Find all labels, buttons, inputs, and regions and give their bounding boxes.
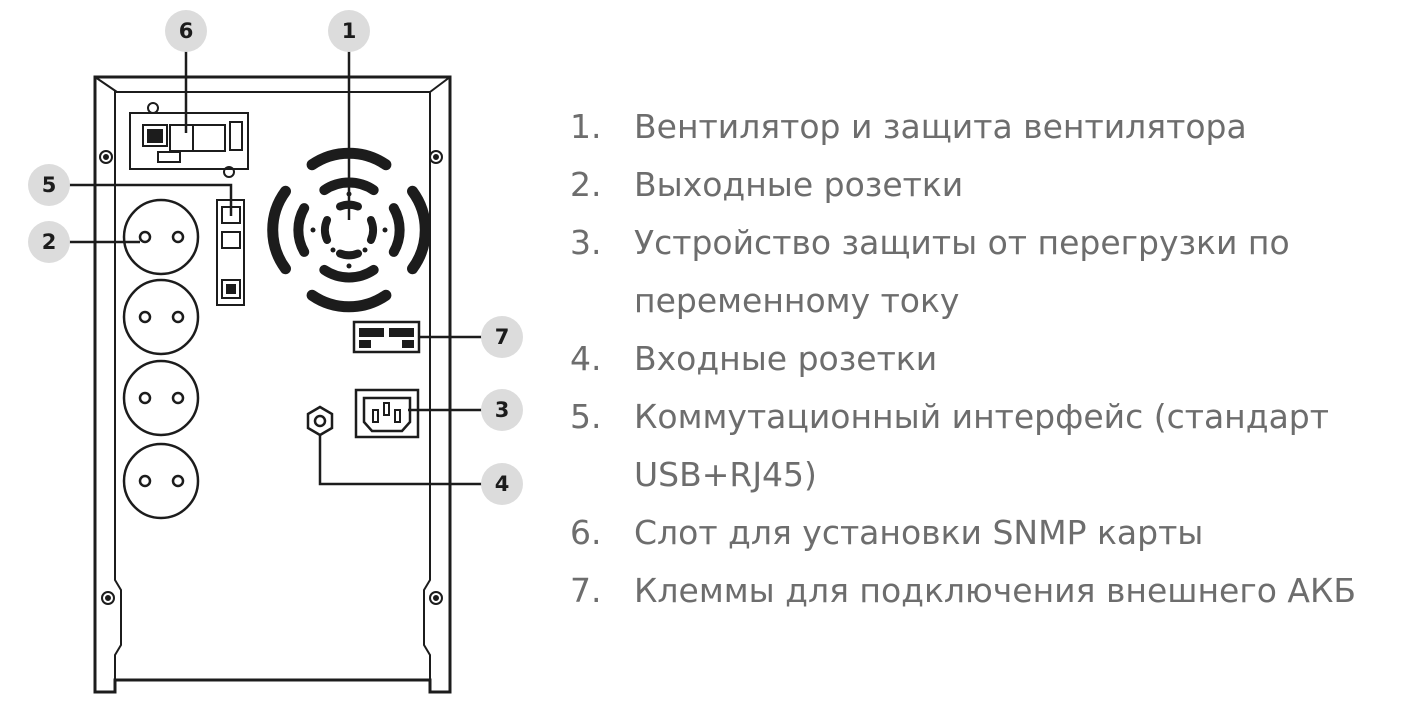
callout-leader-lines — [66, 48, 485, 486]
input-connector — [306, 405, 334, 437]
legend-text: Клеммы для подключения внешнего АКБ — [634, 571, 1357, 610]
callout-badge-2: 2 — [28, 221, 70, 263]
legend-item-4: 4. Входные розетки — [570, 330, 1356, 388]
callout-badge-7: 7 — [481, 316, 523, 358]
legend-text: Вентилятор и защита вентилятора — [634, 107, 1247, 146]
callout-badge-6: 6 — [165, 10, 207, 52]
callout-badge-5: 5 — [28, 164, 70, 206]
callout-badge-4: 4 — [481, 463, 523, 505]
legend-number: 6. — [570, 513, 602, 552]
mounting-screws — [99, 150, 443, 605]
component-legend: 1. Вентилятор и защита вентилятора 2. Вы… — [570, 98, 1356, 620]
legend-text-continuation: USB+RJ45) — [634, 455, 817, 494]
legend-item-7: 7. Клеммы для подключения внешнего АКБ — [570, 562, 1356, 620]
battery-terminals — [352, 320, 421, 354]
legend-text: Коммутационный интерфейс (стандарт — [634, 397, 1329, 436]
callout-label-4: 4 — [495, 472, 510, 496]
legend-number: 5. — [570, 397, 602, 436]
snmp-card-slot — [129, 102, 249, 178]
legend-text: Выходные розетки — [634, 165, 964, 204]
callout-label-3: 3 — [495, 398, 510, 422]
callout-label-6: 6 — [179, 19, 194, 43]
legend-item-5: 5. Коммутационный интерфейс (стандарт US… — [570, 388, 1356, 504]
ups-body-outline — [93, 75, 452, 694]
legend-item-3: 3. Устройство защиты от перегрузки по пе… — [570, 214, 1356, 330]
callout-label-7: 7 — [495, 325, 510, 349]
legend-text-continuation: переменному току — [634, 281, 960, 320]
legend-item-1: 1. Вентилятор и защита вентилятора — [570, 98, 1356, 156]
ups-inner-panel — [114, 91, 431, 681]
ac-overload-protection — [354, 388, 420, 439]
ups-rear-panel-diagram: 1 6 5 2 7 3 4 — [28, 10, 523, 694]
callout-label-2: 2 — [42, 230, 57, 254]
legend-number: 3. — [570, 223, 602, 262]
callout-badge-1: 1 — [328, 10, 370, 52]
legend-text: Входные розетки — [634, 339, 938, 378]
legend-item-6: 6. Слот для установки SNMP карты — [570, 504, 1356, 562]
legend-number: 7. — [570, 571, 602, 610]
output-sockets — [122, 198, 200, 520]
callout-badge-3: 3 — [481, 389, 523, 431]
legend-number: 4. — [570, 339, 602, 378]
callout-label-1: 1 — [342, 19, 357, 43]
legend-item-2: 2. Выходные розетки — [570, 156, 1356, 214]
legend-text: Устройство защиты от перегрузки по — [634, 223, 1290, 262]
legend-number: 1. — [570, 107, 602, 146]
legend-number: 2. — [570, 165, 602, 204]
legend-text: Слот для установки SNMP карты — [634, 513, 1204, 552]
callout-label-5: 5 — [42, 173, 57, 197]
